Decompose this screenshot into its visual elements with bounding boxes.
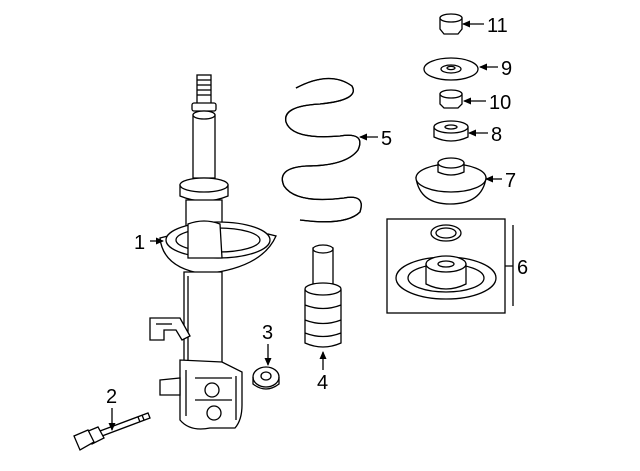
callout-5: 5 xyxy=(381,128,392,150)
strut-assembly-part xyxy=(149,74,277,430)
mount-kit-part xyxy=(386,218,506,314)
callout-3: 3 xyxy=(262,322,273,344)
nut-11-part xyxy=(439,13,463,35)
callout-10: 10 xyxy=(489,92,511,114)
coil-spring-part xyxy=(281,77,362,223)
callout-8: 8 xyxy=(491,124,502,146)
callout-4: 4 xyxy=(317,372,328,394)
callout-7: 7 xyxy=(505,170,516,192)
bushing-part xyxy=(433,120,469,142)
callout-1: 1 xyxy=(134,232,145,254)
leader-lines xyxy=(108,20,514,431)
strut-mount-part xyxy=(415,157,487,205)
callout-9: 9 xyxy=(501,58,512,80)
nut-10-part xyxy=(439,89,463,109)
nut-part xyxy=(252,366,280,390)
callout-2: 2 xyxy=(106,386,117,408)
bump-stop-part xyxy=(304,244,342,348)
callout-11: 11 xyxy=(487,15,508,37)
bolt-part xyxy=(73,412,151,451)
callout-6: 6 xyxy=(517,257,528,279)
washer-part xyxy=(423,57,479,81)
